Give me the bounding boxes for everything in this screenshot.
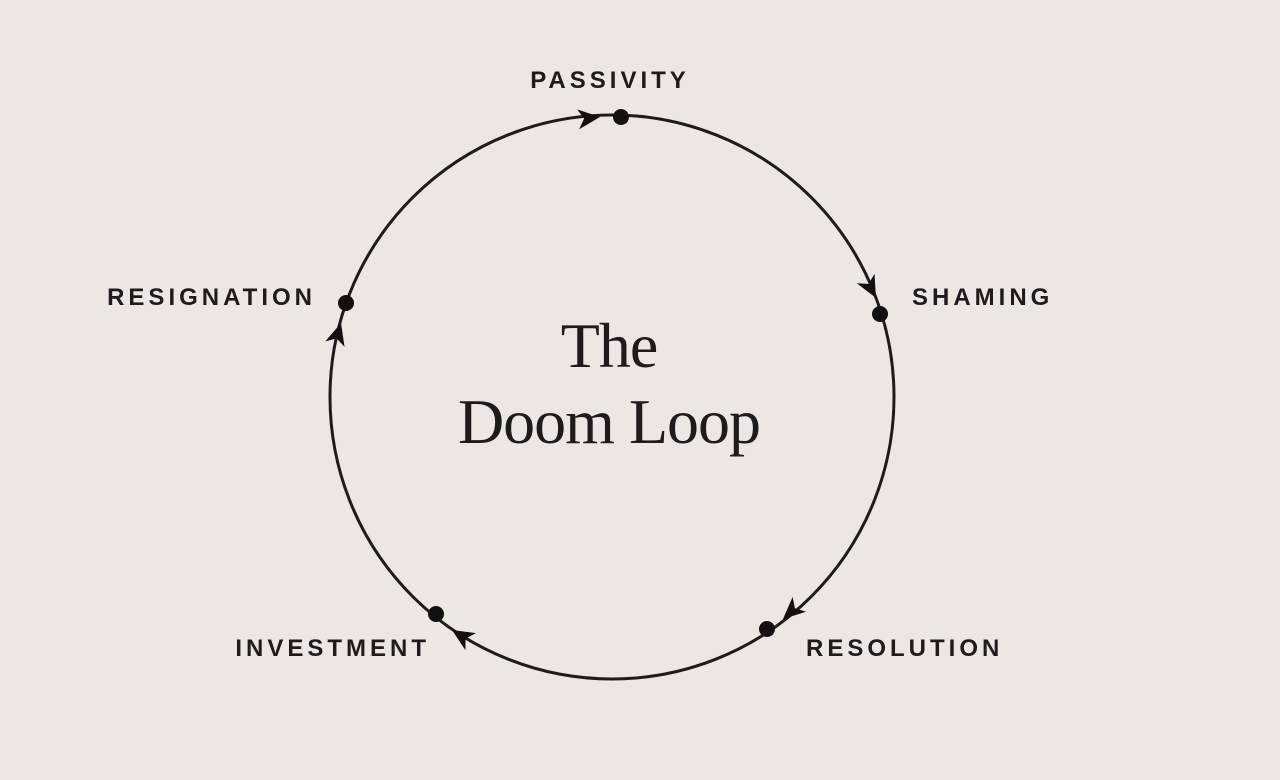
stage-label-resolution: RESOLUTION (806, 635, 1003, 662)
node-investment (428, 606, 444, 622)
arrow-to-resolution-icon (783, 596, 807, 619)
node-resignation (338, 295, 354, 311)
node-passivity (613, 109, 629, 125)
stage-label-shaming: SHAMING (912, 284, 1053, 311)
arrow-to-resignation-icon (325, 323, 345, 347)
arrow-to-passivity-icon (577, 109, 600, 130)
diagram-title-line-1: The (561, 310, 658, 381)
node-resolution (759, 621, 775, 637)
stage-label-passivity: PASSIVITY (530, 67, 690, 94)
arrow-to-shaming-icon (856, 273, 876, 298)
stage-label-resignation: RESIGNATION (107, 284, 316, 311)
cycle-ring (328, 113, 896, 681)
node-shaming (872, 306, 888, 322)
diagram-title-line-2: Doom Loop (458, 386, 760, 457)
arrow-to-investment-icon (452, 630, 476, 651)
stage-label-investment: INVESTMENT (235, 635, 430, 662)
